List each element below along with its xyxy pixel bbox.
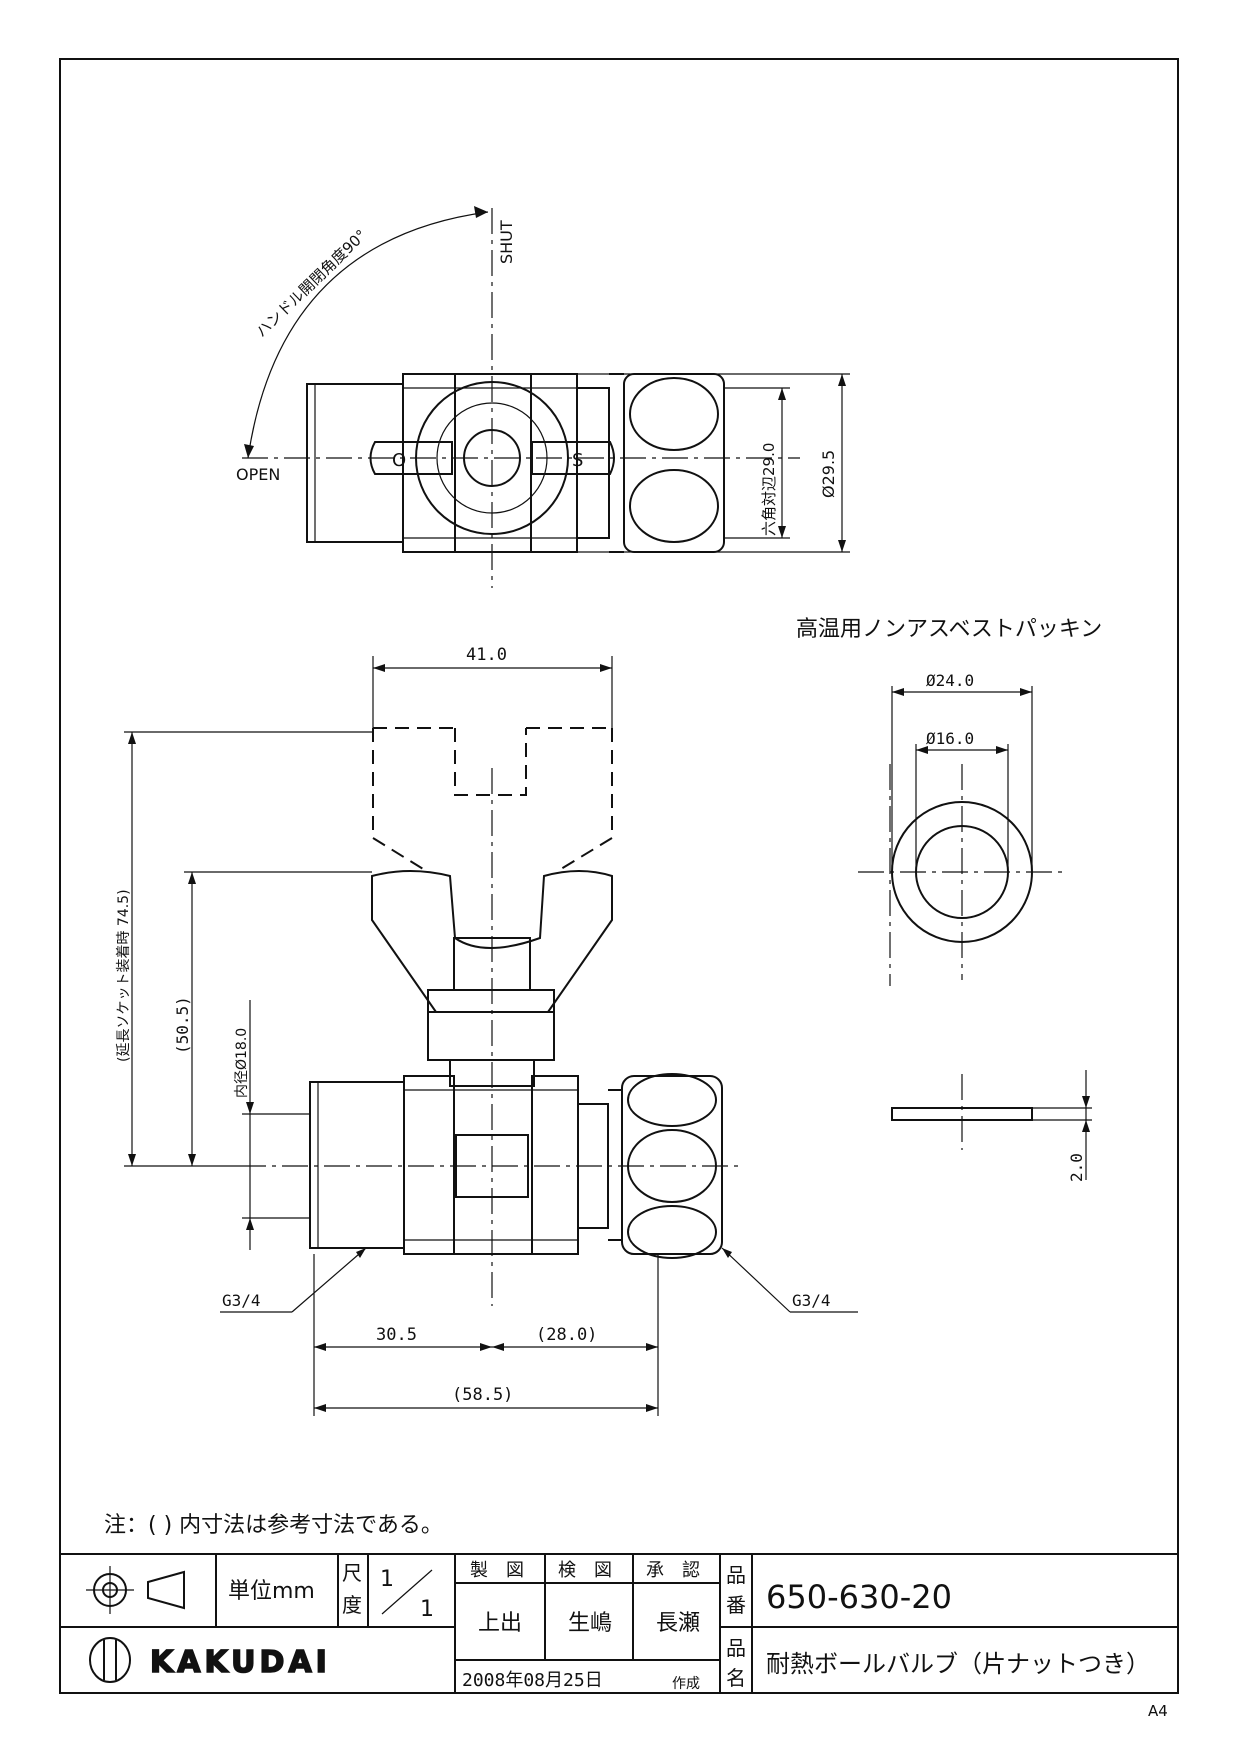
handle-hub-outer <box>415 381 569 535</box>
handle-hub-inner <box>463 429 521 487</box>
made-by-name: 上出 <box>478 1611 522 1636</box>
reference-note: 注：( ) 内寸法は参考寸法である。 <box>104 1513 443 1538</box>
left-thread-label: G3/4 <box>222 1291 261 1310</box>
scale-denominator: 1 <box>420 1597 434 1622</box>
len-total-label: (58.5) <box>452 1385 513 1405</box>
brand-wordmark: KAKUDAI <box>150 1645 331 1680</box>
outer-dia-label: Ø29.5 <box>819 450 838 498</box>
right-thread-label: G3/4 <box>792 1291 831 1310</box>
stem-nut <box>427 1011 555 1061</box>
part-name: 耐熱ボールバルブ（片ナットつき） <box>766 1650 1150 1678</box>
side-collar <box>577 1103 609 1229</box>
hex-face-lower <box>629 469 719 543</box>
made-by-header: 製 図 <box>470 1560 524 1581</box>
left-thread-leader <box>291 1247 367 1313</box>
packing-inner-label: Ø16.0 <box>926 729 974 748</box>
unit-label: 単位mm <box>228 1579 315 1604</box>
body-left <box>403 1075 455 1255</box>
open-label: OPEN <box>236 465 280 484</box>
stem-nut-top <box>427 989 555 1013</box>
checked-by-name: 生嶋 <box>568 1611 612 1636</box>
scale-label-1: 尺 <box>342 1561 362 1585</box>
side-view: 41.0 (延長ソケット装着時 74.5) (50.5) 内径Ø18.0 G3/… <box>116 645 858 1416</box>
paper-size-label: A4 <box>1148 1702 1168 1720</box>
handle-width-label: 41.0 <box>466 645 507 665</box>
packing-outer-label: Ø24.0 <box>926 671 974 690</box>
top-collar <box>576 387 610 539</box>
body-right <box>531 1075 579 1255</box>
handle-wing-left <box>369 441 453 475</box>
hex-face-upper <box>629 377 719 451</box>
len-right-label: (28.0) <box>536 1325 597 1345</box>
scale-label-2: 度 <box>342 1593 362 1617</box>
handle-o-mark: O <box>392 450 406 471</box>
hex-width-label: 六角対辺29.0 <box>760 443 778 536</box>
creation-date-suffix: 作成 <box>672 1676 700 1692</box>
handle-angle-arc <box>247 211 489 459</box>
packing-title: 高温用ノンアスベストパッキン <box>796 617 1102 642</box>
kakudai-logo-icon <box>89 1637 131 1683</box>
butterfly-handle <box>371 870 613 1013</box>
extension-height-label: (延長ソケット装着時 74.5) <box>116 889 132 1062</box>
scale-numerator: 1 <box>380 1567 394 1592</box>
part-name-label-1: 品 <box>726 1636 746 1660</box>
approved-by-name: 長瀬 <box>656 1611 700 1636</box>
top-body-right <box>530 373 578 553</box>
checked-by-header: 検 図 <box>558 1560 612 1581</box>
creation-date: 2008年08月25日 <box>462 1670 603 1691</box>
handle-s-mark: S <box>572 450 583 471</box>
handle-wing-right <box>531 441 615 475</box>
side-hex-nut <box>621 1075 723 1255</box>
top-view: O S ハンドル開閉角度90° SHUT OPEN 六角対辺29.0 Ø29.5 <box>236 206 850 588</box>
body-center <box>453 1085 533 1255</box>
handle-angle-label: ハンドル開閉角度90° <box>252 226 370 341</box>
top-hex-nut <box>623 373 725 553</box>
extended-handle-outline <box>372 728 613 873</box>
part-name-label-2: 名 <box>726 1666 746 1690</box>
len-left-label: 30.5 <box>376 1325 417 1345</box>
part-number: 650-630-20 <box>766 1578 952 1616</box>
male-thread-end <box>309 1081 405 1249</box>
third-angle-projection-icon <box>86 1566 185 1614</box>
drawing-border <box>59 58 1179 1694</box>
inner-dia-label: 内径Ø18.0 <box>234 1028 250 1098</box>
packing-view: 高温用ノンアスベストパッキン Ø24.0 Ø16.0 2.0 <box>796 617 1102 1182</box>
shut-label: SHUT <box>497 220 516 264</box>
approved-by-header: 承 認 <box>646 1560 700 1581</box>
part-no-label-2: 番 <box>726 1593 746 1617</box>
right-thread-leader <box>721 1247 791 1313</box>
ball-port <box>455 1134 529 1198</box>
height-label: (50.5) <box>173 996 192 1054</box>
part-no-label-1: 品 <box>726 1563 746 1587</box>
title-block: 単位mm 尺 度 1 1 製 図 検 図 承 認 上出 生嶋 長瀬 2008年0… <box>59 1553 1179 1694</box>
top-thread-end <box>306 383 404 543</box>
top-body-left <box>402 373 456 553</box>
packing-thickness-label: 2.0 <box>1067 1153 1086 1182</box>
